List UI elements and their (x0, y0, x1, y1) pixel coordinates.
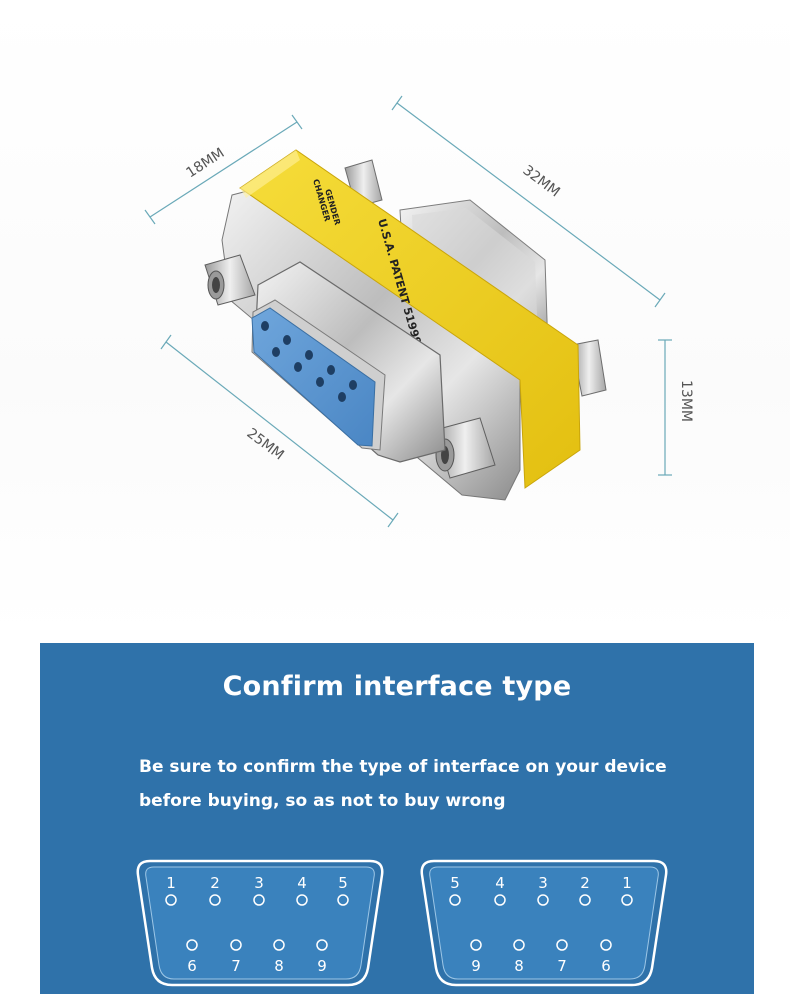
left-pin-label: 2 (210, 874, 220, 892)
panel-title: Confirm interface type (222, 671, 572, 702)
right-pin-label: 8 (514, 957, 524, 975)
right-pin-label: 1 (622, 874, 632, 892)
female-pin-holes (261, 321, 357, 402)
left-pin-label: 4 (297, 874, 307, 892)
right-pin-label: 3 (538, 874, 548, 892)
dimension-18mm-label: 18MM (183, 145, 227, 181)
panel-description-line-1: Be sure to confirm the type of interface… (139, 757, 667, 777)
panel-description: Be sure to confirm the type of interface… (139, 750, 699, 818)
dimension-13mm (658, 339, 672, 476)
right-pin-label: 7 (557, 957, 567, 975)
female-d-shell (251, 261, 446, 463)
dimension-25mm (160, 334, 399, 528)
screw-front-left (204, 254, 256, 306)
left-pin-label: 5 (338, 874, 348, 892)
dimension-32mm-label: 32MM (520, 162, 563, 200)
left-pin-label: 6 (187, 957, 197, 975)
left-pin-label: 9 (317, 957, 327, 975)
adapter-illustration: 18MM 32MM 13MM 25MM (144, 95, 694, 528)
right-pin-label: 2 (580, 874, 590, 892)
yellow-band (239, 149, 581, 489)
left-pin-label: 7 (231, 957, 241, 975)
connector-left: 1 2 3 4 5 6 7 8 9 (136, 859, 384, 987)
pinout-diagrams: 1 2 3 4 5 6 7 8 9 5 (136, 859, 668, 987)
dimension-13mm-label: 13MM (678, 380, 694, 422)
right-pin-label: 6 (601, 957, 611, 975)
connector-right: 5 4 3 2 1 9 8 7 6 (420, 859, 668, 987)
connector-right-pins (449, 894, 633, 951)
dimension-18mm (144, 114, 303, 225)
right-pin-label: 4 (495, 874, 505, 892)
interface-info-panel: Confirm interface type Be sure to confir… (40, 643, 754, 994)
connector-left-pins (165, 894, 349, 951)
right-pin-label: 9 (471, 957, 481, 975)
product-photo: 18MM 32MM 13MM 25MM (0, 0, 790, 640)
left-pin-label: 8 (274, 957, 284, 975)
left-pin-label: 3 (254, 874, 264, 892)
dimension-32mm (391, 95, 666, 308)
panel-description-line-2: before buying, so as not to buy wrong (139, 791, 506, 811)
left-pin-label: 1 (166, 874, 176, 892)
right-pin-label: 5 (450, 874, 460, 892)
